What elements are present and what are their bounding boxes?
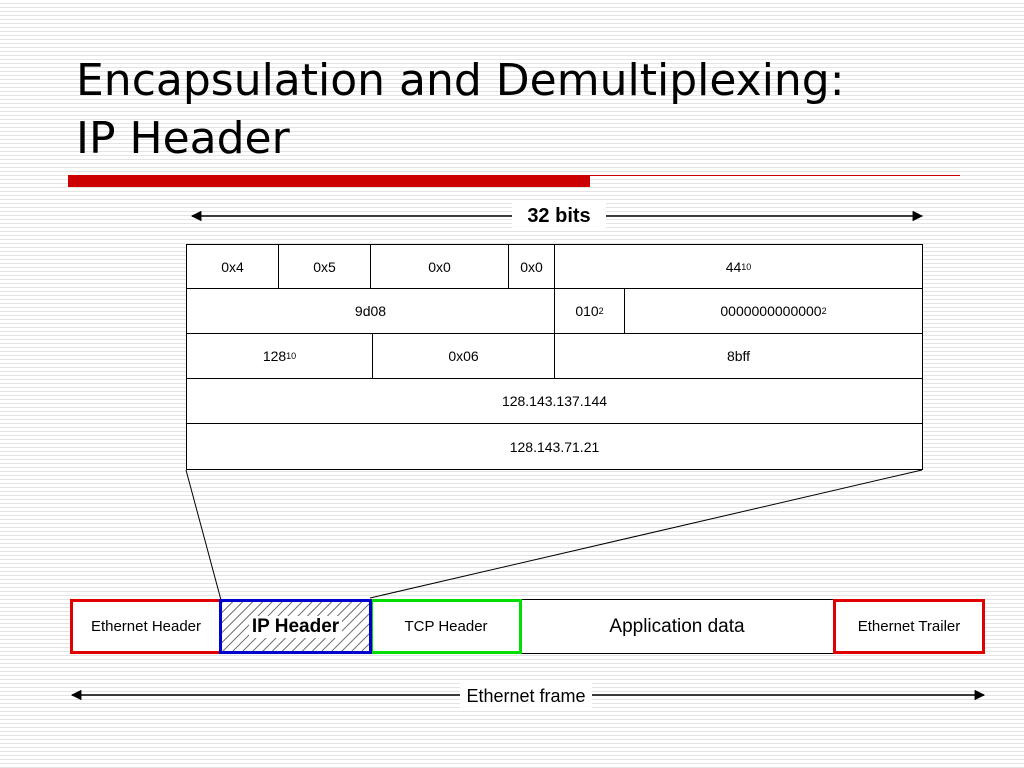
total-length-base: 10: [741, 261, 752, 272]
frame-application-data: Application data: [518, 599, 836, 654]
tcp-header-label: TCP Header: [404, 618, 488, 635]
field-identification: 9d08: [187, 289, 555, 334]
frame-ethernet-header: Ethernet Header: [70, 599, 222, 654]
fragment-offset-value: 0000000000000: [720, 303, 822, 319]
ethernet-header-label: Ethernet Header: [90, 618, 202, 635]
field-dest-ip: 128.143.71.21: [187, 424, 922, 469]
flags-base: 2: [598, 306, 604, 316]
frame-tcp-header: TCP Header: [370, 599, 522, 654]
fragment-offset-base: 2: [821, 306, 827, 316]
field-ihl: 0x5: [279, 245, 371, 289]
title-underline-thin: [590, 175, 960, 176]
application-data-label: Application data: [609, 615, 745, 637]
slide-title: Encapsulation and Demultiplexing: IP Hea…: [76, 52, 976, 168]
field-source-ip: 128.143.137.144: [187, 379, 922, 424]
total-length-value: 44: [725, 258, 742, 275]
ttl-base: 10: [286, 351, 297, 361]
field-ecn: 0x0: [509, 245, 555, 289]
field-protocol: 0x06: [373, 334, 555, 379]
zoom-line-left: [185, 469, 222, 601]
frame-ethernet-trailer: Ethernet Trailer: [833, 599, 985, 654]
title-underline-thick: [68, 175, 590, 187]
ip-header-label: IP Header: [248, 615, 343, 638]
ttl-value: 128: [262, 348, 287, 364]
ethernet-trailer-label: Ethernet Trailer: [857, 618, 961, 635]
zoom-line-right: [369, 469, 923, 599]
flags-value: 010: [575, 303, 599, 319]
field-checksum: 8bff: [555, 334, 922, 379]
field-version: 0x4: [187, 245, 279, 289]
width-label: 32 bits: [512, 202, 606, 230]
slide-title-line1: Encapsulation and Demultiplexing:: [76, 55, 845, 106]
frame-ip-header: IP Header: [219, 599, 372, 654]
field-tos: 0x0: [371, 245, 509, 289]
ethernet-frame-label: Ethernet frame: [460, 683, 592, 709]
slide-title-line2: IP Header: [76, 113, 290, 164]
